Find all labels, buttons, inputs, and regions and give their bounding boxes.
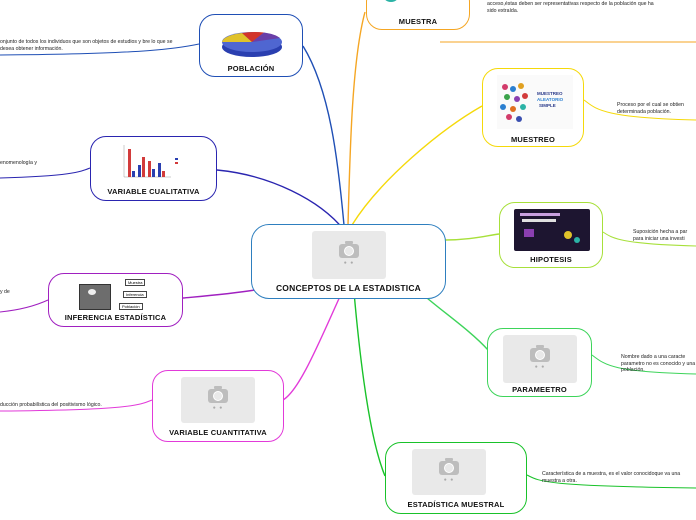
connector-parametro [419, 291, 489, 351]
node-poblacion-title: POBLACIÓN [227, 64, 275, 73]
note-variable-cuantitativa: ducción probabilística del positivismo l… [0, 402, 102, 408]
muestra-image [385, 0, 397, 2]
note-muestra: acceso,éstas deben ser representativas r… [487, 1, 654, 14]
connector-poblacion [302, 45, 345, 226]
poblacion-pie-image [222, 32, 282, 57]
people-icon [500, 83, 528, 122]
connector-cualitativa [216, 169, 345, 231]
note-estadistica-muestral: Característica de a muestra, es el valor… [542, 471, 681, 484]
connector-hipotesis-note [602, 231, 696, 247]
camera-icon [530, 345, 550, 362]
connector-muestra [347, 11, 366, 226]
note-inferencia-estadistica: y de [0, 289, 10, 295]
inferencia-label-poblacion: Población [119, 303, 143, 310]
central-image-placeholder: ● ● [312, 231, 386, 279]
node-hipotesis-title: HIPOTESIS [530, 255, 572, 264]
node-estadistica-muestral[interactable]: ● ● ESTADÍSTICA MUESTRAL [385, 442, 527, 514]
node-variable-cualitativa[interactable]: VARIABLE CUALITATIVA [90, 136, 217, 201]
hipotesis-image [514, 209, 590, 251]
cuantitativa-image-placeholder: ● ● [181, 377, 255, 423]
connector-estadistica-muestral-note [526, 474, 696, 489]
connector-hipotesis [444, 233, 500, 241]
note-hipotesis: Suposición hecha a par para iniciar una … [633, 229, 688, 242]
connector-cualitativa-note [0, 167, 91, 179]
inferencia-image: Muestra Inferencia Población [79, 279, 157, 310]
note-parametro: Nombre dado a una caracte parametro no e… [621, 354, 696, 374]
parametro-image-placeholder: ● ● [503, 335, 577, 383]
camera-icon [339, 241, 359, 258]
node-muestra[interactable]: MUESTRA [366, 0, 470, 30]
cualitativa-bar-chart-image [123, 145, 178, 178]
node-inferencia-estadistica-title: INFERENCIA ESTADÍSTICA [64, 313, 167, 322]
node-hipotesis[interactable]: HIPOTESIS [499, 202, 603, 268]
connector-inferencia-note [0, 299, 49, 313]
muestreo-image-line3: SIMPLE [539, 103, 556, 108]
node-estadistica-muestral-title: ESTADÍSTICA MUESTRAL [407, 500, 505, 509]
connector-inferencia [182, 289, 256, 299]
node-variable-cuantitativa-title: VARIABLE CUANTITATIVA [169, 428, 267, 437]
inferencia-label-muestra: Muestra [125, 279, 146, 286]
camera-icon [208, 386, 228, 403]
note-variable-cualitativa: enomenología y [0, 160, 37, 166]
connector-parametro-note [591, 354, 696, 375]
camera-icon [439, 458, 459, 475]
node-parametro[interactable]: ● ● PARAMEETRO [487, 328, 592, 397]
node-inferencia-estadistica[interactable]: Muestra Inferencia Población INFERENCIA … [48, 273, 183, 327]
note-poblacion: onjunto de todos los individuos que son … [0, 39, 173, 52]
muestreo-image-line2: ALEATORIO [537, 97, 564, 102]
inferencia-label-inferencia: Inferencia [123, 291, 147, 298]
node-parametro-title: PARAMEETRO [512, 385, 567, 394]
muestreo-image: MUESTREO ALEATORIO SIMPLE [497, 75, 573, 129]
node-variable-cuantitativa[interactable]: ● ● VARIABLE CUANTITATIVA [152, 370, 284, 442]
node-variable-cualitativa-title: VARIABLE CUALITATIVA [107, 187, 200, 196]
node-muestreo[interactable]: MUESTREO ALEATORIO SIMPLE MUESTREO [482, 68, 584, 147]
estadistica-muestral-image-placeholder: ● ● [412, 449, 486, 495]
connector-estadistica-muestral [353, 291, 386, 477]
connector-muestreo [351, 105, 483, 226]
central-topic[interactable]: ● ● CONCEPTOS DE LA ESTADISTICA [251, 224, 446, 299]
node-poblacion[interactable]: POBLACIÓN [199, 14, 303, 77]
muestreo-image-line1: MUESTREO [537, 91, 563, 96]
connector-cuantitativa-note [0, 399, 153, 412]
note-muestreo: Proceso por el cual se obtien determinad… [617, 102, 684, 115]
central-topic-title: CONCEPTOS DE LA ESTADISTICA [275, 283, 422, 293]
node-muestra-title: MUESTRA [398, 17, 438, 26]
node-muestreo-title: MUESTREO [510, 135, 556, 144]
connector-cuantitativa [282, 291, 343, 401]
connector-muestreo-note [583, 99, 696, 121]
connector-poblacion-note [0, 43, 200, 56]
